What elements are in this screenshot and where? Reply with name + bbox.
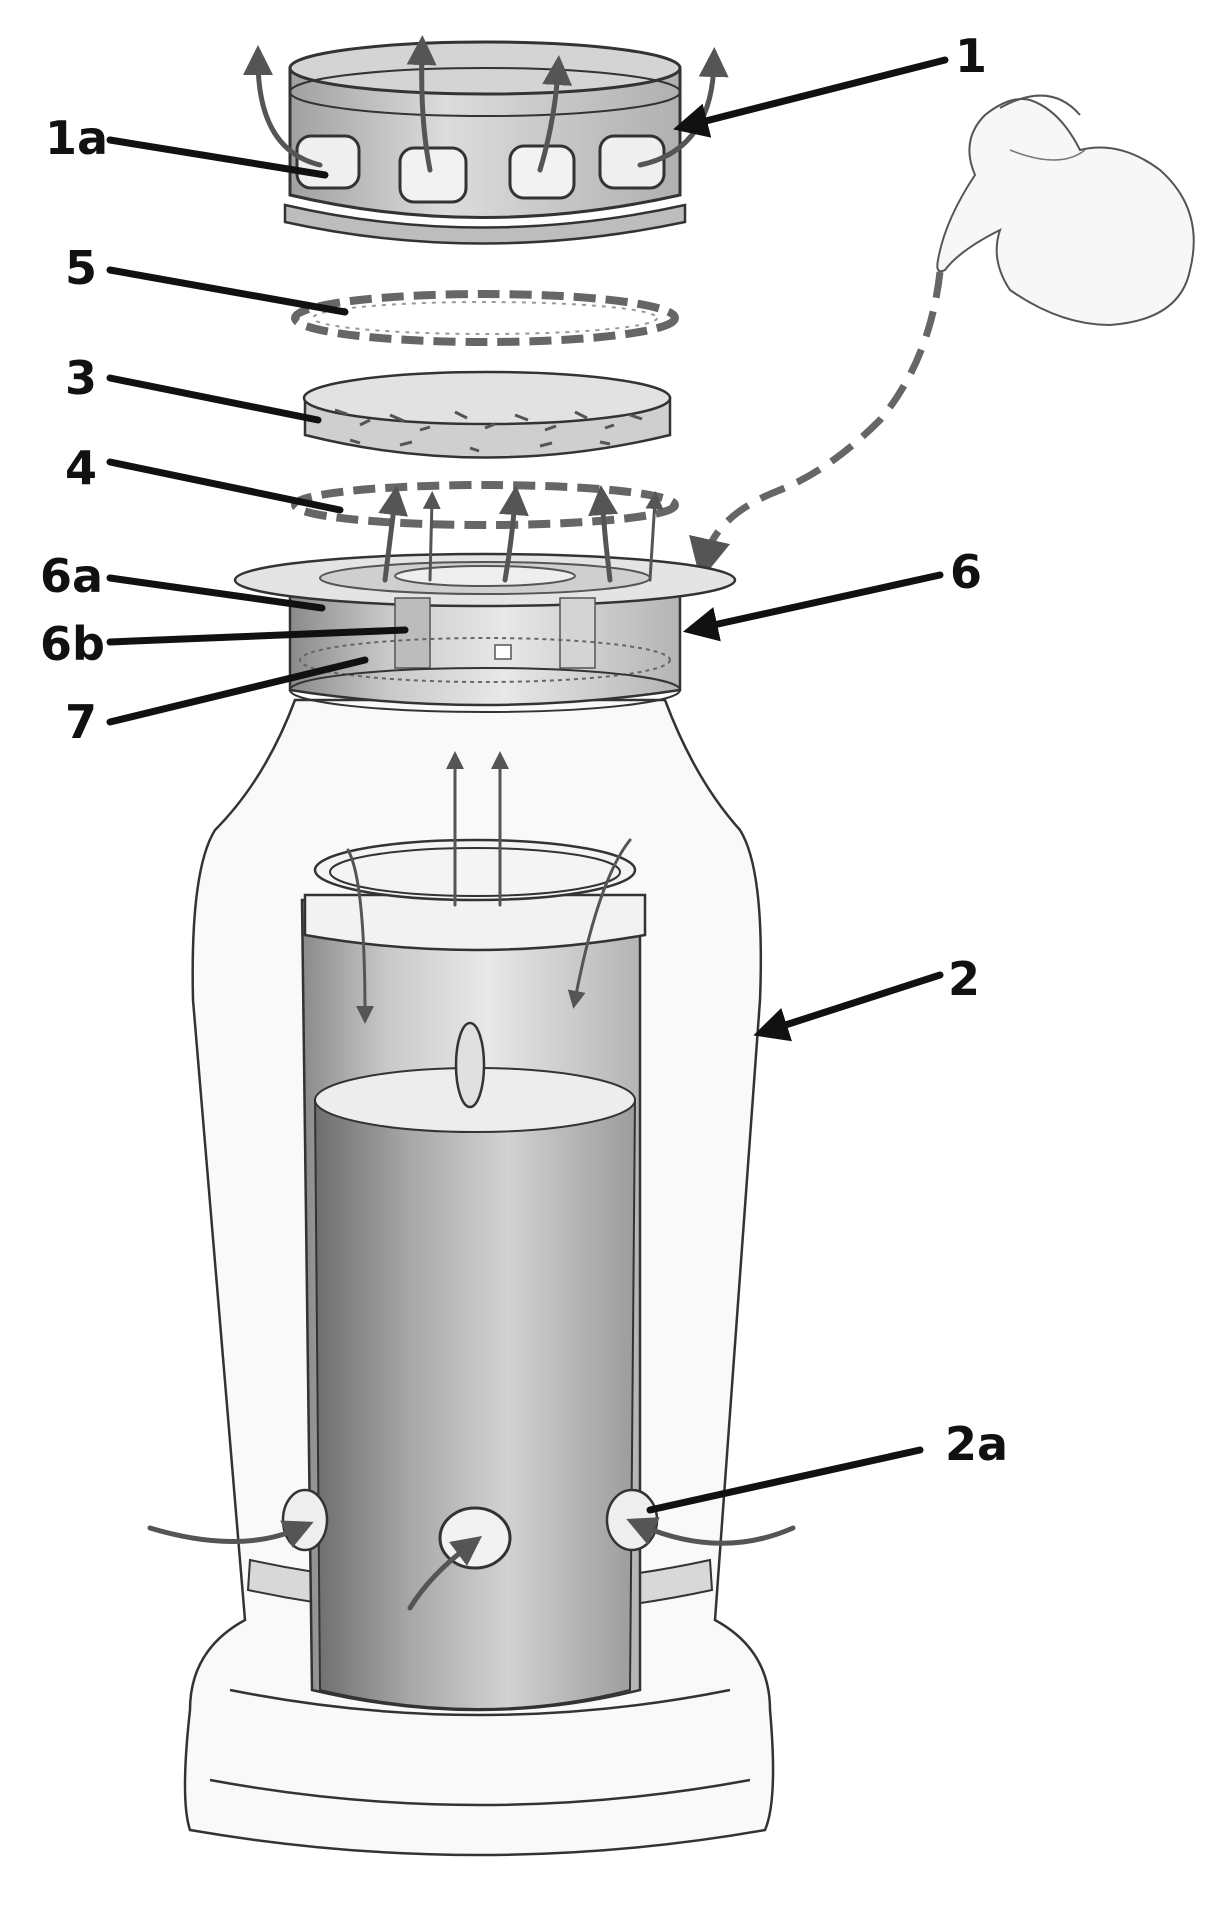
label-3: 3 <box>65 351 97 405</box>
pour-stream <box>689 271 944 581</box>
upper-collar <box>233 552 737 713</box>
pitcher-icon <box>936 94 1195 327</box>
candle-holder <box>300 838 647 1712</box>
callout-labels: 1 1a 5 3 4 6a 6 6b 7 2 2a <box>40 29 1008 1471</box>
label-5: 5 <box>65 241 97 295</box>
lower-seal-ring <box>291 481 679 529</box>
internal-flow-arrows <box>346 751 632 1024</box>
label-6b: 6b <box>40 617 105 671</box>
air-inlets <box>147 1488 796 1611</box>
label-4: 4 <box>65 441 97 495</box>
label-1a: 1a <box>45 111 108 165</box>
filter-disc <box>302 370 672 459</box>
label-6a: 6a <box>40 549 103 603</box>
upper-seal-ring <box>291 290 679 346</box>
top-cap <box>283 40 687 245</box>
leader-lines <box>106 56 949 1514</box>
label-6: 6 <box>950 545 982 599</box>
label-2a: 2a <box>945 1417 1008 1471</box>
label-2: 2 <box>948 952 980 1006</box>
flame <box>454 1021 486 1109</box>
label-1: 1 <box>955 29 987 83</box>
heat-rise-arrows <box>378 485 664 583</box>
label-7: 7 <box>65 695 97 749</box>
